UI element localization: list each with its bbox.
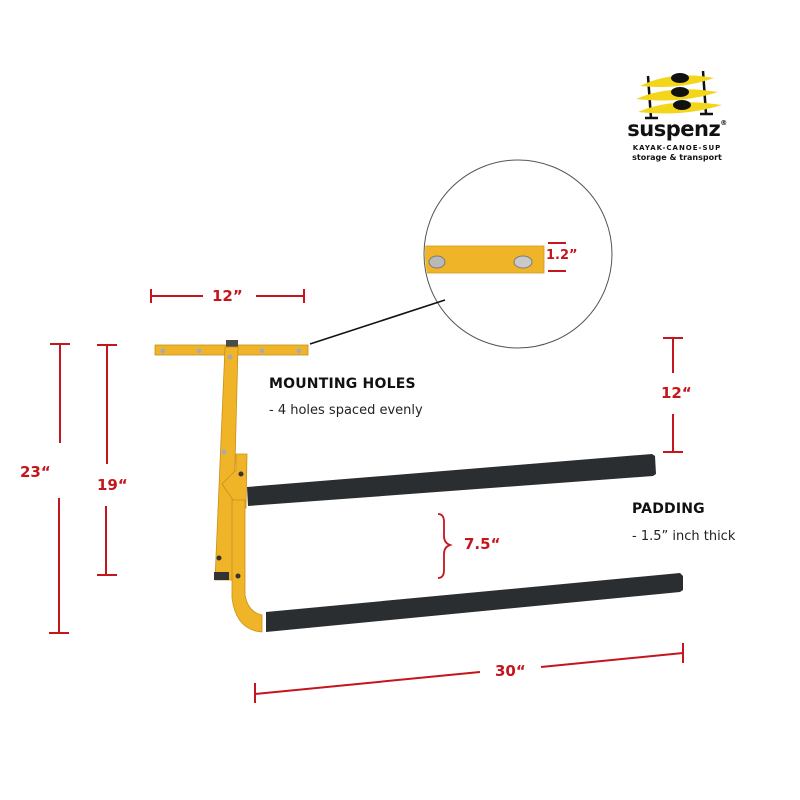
upper-gap-dimension-line <box>663 337 683 453</box>
overall-height-label: 23“ <box>20 463 51 481</box>
arm-spacing-label: 7.5“ <box>464 535 501 553</box>
mounting-holes-heading: MOUNTING HOLES <box>269 376 416 392</box>
padding-description: - 1.5” inch thick <box>632 529 736 544</box>
brand-tagline-products: KAYAK-CANOE-SUP <box>632 144 722 152</box>
mounting-holes-description: - 4 holes spaced evenly <box>269 403 423 418</box>
detail-magnifier <box>309 159 613 349</box>
padding-heading: PADDING <box>632 501 705 517</box>
detail-thickness-label: 1.2” <box>546 248 578 263</box>
top-width-label: 12” <box>212 287 243 305</box>
arm-height-dimension-line <box>97 344 117 576</box>
kayak-rack-logo-icon <box>636 70 722 120</box>
upper-gap-label: 12“ <box>661 384 692 402</box>
brand-tagline-purpose: storage & transport <box>632 153 722 162</box>
arm-height-label: 19“ <box>97 476 128 494</box>
brand-wordmark: suspenz® <box>627 117 727 141</box>
arm-spacing-brace <box>437 513 453 579</box>
brand-logo: suspenz® KAYAK-CANOE-SUP storage & trans… <box>612 66 742 176</box>
arm-length-dimension-line <box>254 643 684 703</box>
kayak-rack <box>154 340 683 633</box>
arm-length-label: 30“ <box>495 662 526 680</box>
top-width-dimension-line <box>150 289 305 303</box>
overall-height-dimension-line <box>49 343 70 634</box>
